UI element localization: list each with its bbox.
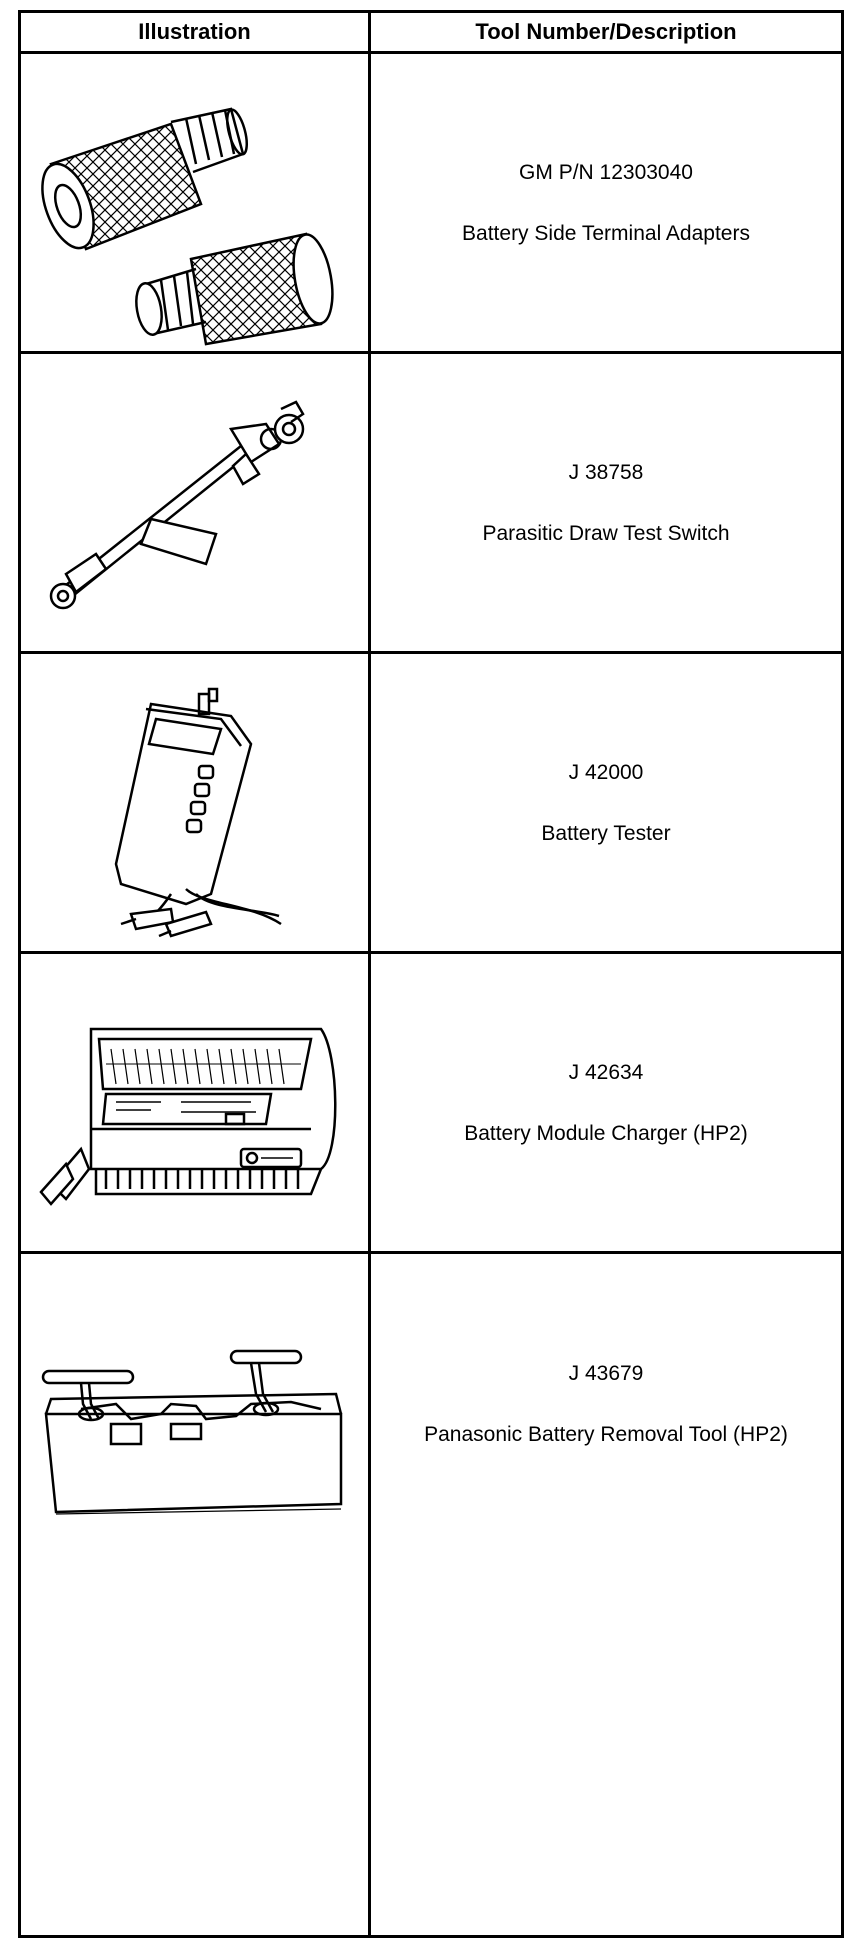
tool-description: Battery Side Terminal Adapters: [462, 221, 750, 245]
tool-number: J 38758: [568, 460, 644, 484]
header-illustration: Illustration: [138, 19, 251, 44]
tool-number: J 43679: [568, 1362, 644, 1385]
row-divider: [21, 351, 841, 354]
tool-description: Battery Tester: [541, 821, 671, 845]
row-divider: [21, 1251, 841, 1254]
table-row: J 43679 Panasonic Battery Removal Tool (…: [21, 1254, 841, 1935]
tool-number: J 42634: [568, 1060, 644, 1084]
table-row: GM P/N 12303040 Battery Side Terminal Ad…: [21, 54, 841, 351]
table-row: J 42000 Battery Tester: [21, 654, 841, 951]
row-divider: [21, 651, 841, 654]
tool-number: GM P/N 12303040: [519, 160, 693, 184]
tool-description: Battery Module Charger (HP2): [464, 1121, 748, 1145]
row-divider: [21, 951, 841, 954]
battery-charger-icon: [21, 954, 368, 1251]
terminal-adapters-icon: [21, 54, 368, 351]
tool-description: Panasonic Battery Removal Tool (HP2): [424, 1423, 788, 1446]
tool-description: Parasitic Draw Test Switch: [482, 521, 730, 545]
column-divider: [368, 13, 371, 1935]
test-switch-icon: [21, 354, 368, 651]
battery-removal-tool-icon: [21, 1254, 368, 1554]
header-tool-number-description: Tool Number/Description: [475, 19, 737, 44]
tool-number: J 42000: [568, 760, 644, 784]
tool-table: Illustration Tool Number/Description: [18, 10, 844, 1938]
table-row: J 38758 Parasitic Draw Test Switch: [21, 354, 841, 651]
header-divider: [21, 51, 841, 54]
table-row: J 42634 Battery Module Charger (HP2): [21, 954, 841, 1251]
battery-tester-icon: [21, 654, 368, 951]
